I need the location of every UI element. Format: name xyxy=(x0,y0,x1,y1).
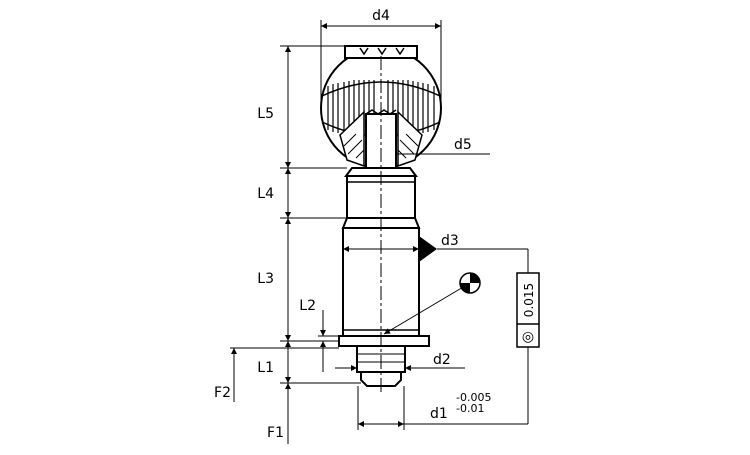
label-F1: F1 xyxy=(267,425,284,441)
fcf-tolerance-value: 0.015 xyxy=(522,283,536,317)
concentricity-icon: ◎ xyxy=(522,329,534,345)
label-L2: L2 xyxy=(299,298,316,314)
label-L5: L5 xyxy=(257,106,274,122)
feature-control-frame: 0.015 ◎ xyxy=(516,272,540,348)
label-d1: d1 xyxy=(430,406,448,422)
datum-feature-d3 xyxy=(419,236,529,424)
dimension-lines xyxy=(231,23,528,444)
label-d2: d2 xyxy=(433,352,451,368)
pin-body xyxy=(338,56,430,392)
label-d4: d4 xyxy=(372,8,390,24)
dimension-labels: d4 d5 d3 d2 d1 -0.005 -0.01 L5 L4 L3 L2 … xyxy=(214,8,491,441)
center-of-gravity-icon xyxy=(459,272,481,294)
tolerance-lower: -0.01 xyxy=(456,402,484,415)
label-d5: d5 xyxy=(454,137,472,153)
label-d3: d3 xyxy=(441,233,459,249)
label-L1: L1 xyxy=(257,360,274,376)
label-L3: L3 xyxy=(257,271,274,287)
label-L4: L4 xyxy=(257,186,274,202)
label-F2: F2 xyxy=(214,385,231,401)
tolerance-upper: -0.005 xyxy=(456,391,491,404)
